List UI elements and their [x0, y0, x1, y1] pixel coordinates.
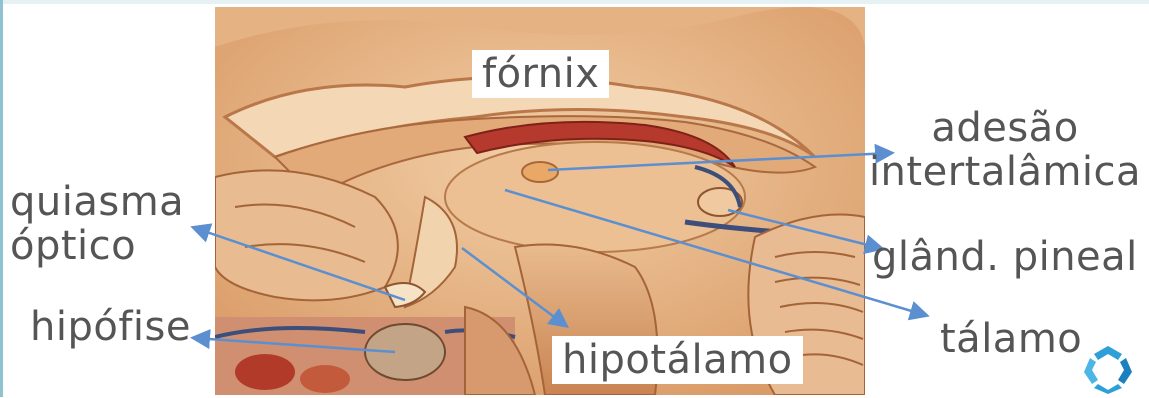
rotating-arrows-logo-icon	[1078, 342, 1138, 394]
label-adhesion-line2: intertalâmica	[862, 150, 1148, 194]
label-thalamus-text: tálamo	[940, 316, 1082, 362]
arrow-pineal	[728, 210, 880, 248]
arrow-hypothalamus	[462, 248, 565, 325]
label-pituitary-text: hipófise	[30, 304, 191, 350]
label-thalamus: tálamo	[940, 317, 1082, 361]
arrow-thalamus	[505, 190, 925, 315]
label-chiasm: quiasma óptico	[10, 180, 184, 268]
label-fornix: fórnix	[472, 50, 609, 98]
label-hypothalamus: hipotálamo	[552, 336, 803, 384]
arrow-chiasm	[195, 228, 405, 300]
label-fornix-text: fórnix	[482, 51, 599, 97]
label-chiasm-line2: óptico	[10, 224, 184, 268]
arrow-adhesion	[548, 153, 890, 170]
label-pituitary: hipófise	[30, 305, 191, 349]
label-adhesion: adesão intertalâmica	[862, 106, 1148, 194]
label-chiasm-line1: quiasma	[10, 180, 184, 224]
arrow-pituitary	[195, 338, 395, 352]
label-adhesion-line1: adesão	[862, 106, 1148, 150]
label-pineal: glând. pineal	[872, 235, 1138, 279]
label-hypothalamus-text: hipotálamo	[562, 337, 793, 383]
label-pineal-text: glând. pineal	[872, 234, 1138, 280]
